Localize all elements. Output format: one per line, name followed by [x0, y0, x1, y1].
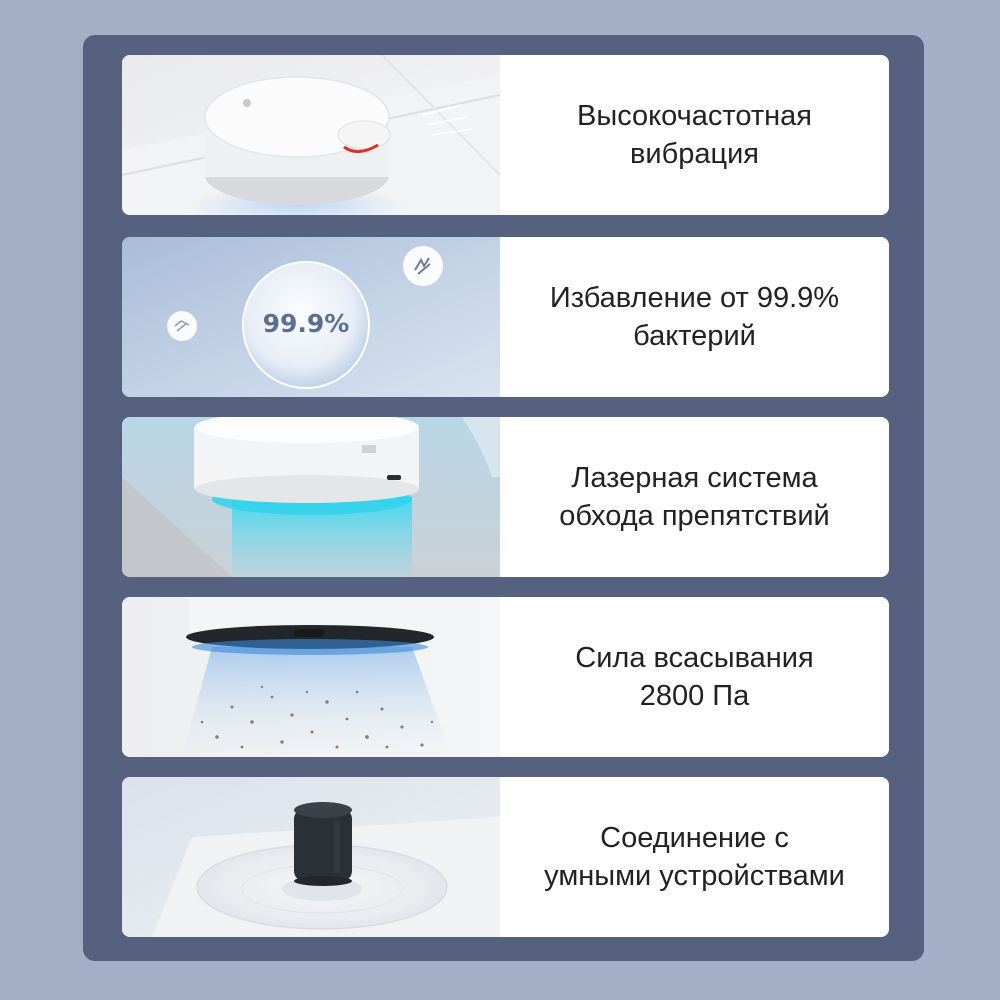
- feature-text-container: Соединение с умными устройствами: [500, 777, 889, 937]
- feature-card-laser: Лазерная система обхода препятствий: [122, 417, 889, 577]
- feature-title: Лазерная система обхода препятствий: [559, 462, 830, 532]
- feature-title: Избавление от 99.9% бактерий: [549, 282, 840, 352]
- feature-title: Сила всасывания 2800 Па: [575, 642, 814, 712]
- robot-vacuum-mopping-image: [122, 55, 500, 215]
- feature-text-container: Избавление от 99.9% бактерий: [500, 237, 889, 397]
- feature-title: Соединение с умными устройствами: [544, 822, 845, 892]
- robot-vacuum-suction-image: [122, 597, 500, 757]
- feature-card-vibration: Высокочастотная вибрация: [122, 55, 889, 215]
- bacteria-bubble-image: 99.9%: [122, 237, 500, 397]
- feature-text-container: Высокочастотная вибрация: [500, 55, 889, 215]
- feature-card-smart-home: Соединение с умными устройствами: [122, 777, 889, 937]
- feature-title: Высокочастотная вибрация: [577, 100, 812, 170]
- robot-vacuum-laser-image: [122, 417, 500, 577]
- feature-card-suction: Сила всасывания 2800 Па: [122, 597, 889, 757]
- feature-text-container: Лазерная система обхода препятствий: [500, 417, 889, 577]
- bacteria-percentage-badge: 99.9%: [262, 309, 350, 338]
- feature-text-container: Сила всасывания 2800 Па: [500, 597, 889, 757]
- feature-card-antibacterial: 99.9% Избавление от 99.9% бактерий: [122, 237, 889, 397]
- smart-speaker-image: [122, 777, 500, 937]
